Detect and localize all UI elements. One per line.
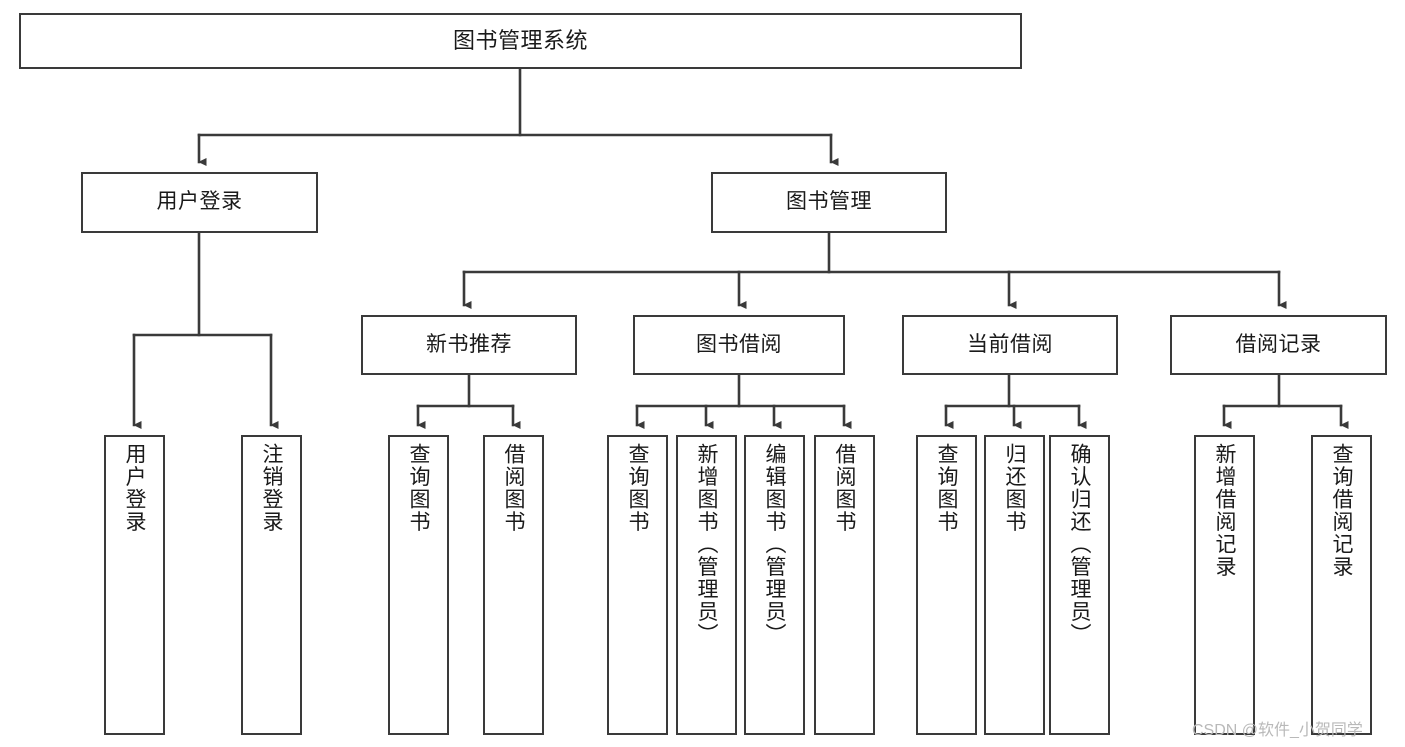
- node-new-book-recommend-label: 新书推荐: [426, 332, 512, 356]
- node-leaf-query-book-1-label: 查询图书: [407, 443, 430, 533]
- node-leaf-add-record[interactable]: 新增借阅记录: [1194, 435, 1255, 735]
- node-leaf-borrow-book-2-label: 借阅图书: [833, 443, 856, 533]
- node-leaf-user-login-label: 用户登录: [123, 443, 146, 533]
- node-current-borrow-label: 当前借阅: [967, 332, 1053, 356]
- node-leaf-user-login[interactable]: 用户登录: [104, 435, 165, 735]
- node-leaf-borrow-book-1[interactable]: 借阅图书: [483, 435, 544, 735]
- node-root[interactable]: 图书管理系统: [19, 13, 1022, 69]
- node-leaf-confirm-return[interactable]: 确认归还（管理员）: [1049, 435, 1110, 735]
- node-leaf-query-book-3-label: 查询图书: [935, 443, 958, 533]
- node-leaf-query-book-2[interactable]: 查询图书: [607, 435, 668, 735]
- node-leaf-add-book[interactable]: 新增图书（管理员）: [676, 435, 737, 735]
- node-leaf-query-record-label: 查询借阅记录: [1330, 443, 1353, 578]
- node-user-login[interactable]: 用户登录: [81, 172, 318, 233]
- node-borrow-record[interactable]: 借阅记录: [1170, 315, 1387, 375]
- node-user-login-label: 用户登录: [156, 190, 243, 214]
- node-leaf-logout-label: 注销登录: [260, 443, 283, 533]
- node-book-borrow[interactable]: 图书借阅: [633, 315, 845, 375]
- node-leaf-add-record-label: 新增借阅记录: [1213, 443, 1236, 578]
- node-root-label: 图书管理系统: [452, 28, 588, 54]
- node-leaf-return-book[interactable]: 归还图书: [984, 435, 1045, 735]
- node-leaf-query-book-2-label: 查询图书: [626, 443, 649, 533]
- node-book-management[interactable]: 图书管理: [711, 172, 947, 233]
- node-borrow-record-label: 借阅记录: [1235, 332, 1322, 356]
- node-leaf-edit-book[interactable]: 编辑图书（管理员）: [744, 435, 805, 735]
- node-leaf-query-book-1[interactable]: 查询图书: [388, 435, 449, 735]
- node-leaf-edit-book-label: 编辑图书（管理员）: [763, 443, 786, 646]
- node-book-management-label: 图书管理: [786, 190, 872, 214]
- node-leaf-borrow-book-1-label: 借阅图书: [502, 443, 525, 533]
- node-leaf-confirm-return-label: 确认归还（管理员）: [1068, 443, 1091, 646]
- node-leaf-query-record[interactable]: 查询借阅记录: [1311, 435, 1372, 735]
- node-leaf-query-book-3[interactable]: 查询图书: [916, 435, 977, 735]
- node-leaf-add-book-label: 新增图书（管理员）: [695, 443, 718, 646]
- node-leaf-return-book-label: 归还图书: [1003, 443, 1026, 533]
- node-leaf-borrow-book-2[interactable]: 借阅图书: [814, 435, 875, 735]
- node-leaf-logout[interactable]: 注销登录: [241, 435, 302, 735]
- watermark: CSDN @软件_小贺同学: [1192, 722, 1363, 739]
- node-book-borrow-label: 图书借阅: [696, 332, 782, 356]
- node-current-borrow[interactable]: 当前借阅: [902, 315, 1118, 375]
- node-new-book-recommend[interactable]: 新书推荐: [361, 315, 577, 375]
